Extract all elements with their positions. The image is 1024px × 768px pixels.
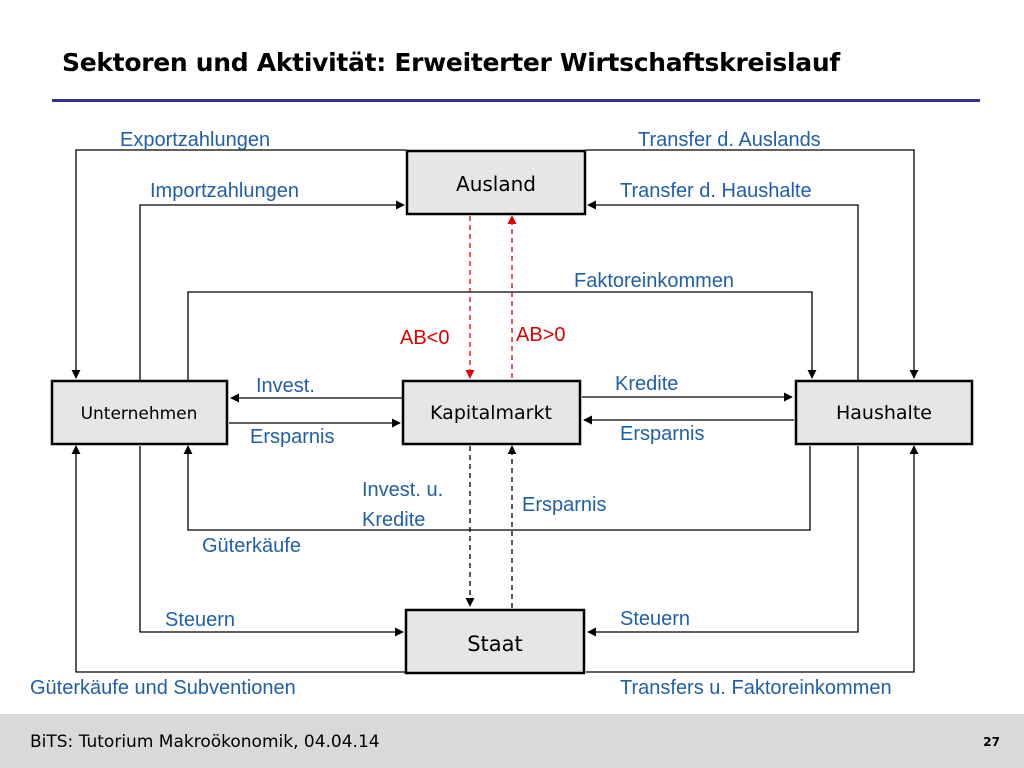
node-unternehmen <box>50 379 229 446</box>
node-kapitalmarkt <box>401 379 582 446</box>
label-steuern-unternehmen: Steuern <box>165 609 235 631</box>
title-rule <box>52 99 980 102</box>
label-kredite: Kredite <box>615 373 678 395</box>
label-importzahlungen: Importzahlungen <box>150 180 299 202</box>
label-gueterkaeufe: Güterkäufe <box>202 535 301 557</box>
node-haushalte <box>794 379 974 446</box>
node-staat <box>404 608 586 675</box>
label-exportzahlungen: Exportzahlungen <box>120 129 270 151</box>
node-label-haushalte: Haushalte <box>836 402 932 424</box>
slide-title: Sektoren und Aktivität: Erweiterter Wirt… <box>62 48 840 77</box>
flow-gueterkaeufe-subventionen <box>71 445 406 673</box>
label-ersparnis-unternehmen: Ersparnis <box>250 426 334 448</box>
label-ersparnis-staat: Ersparnis <box>522 494 606 516</box>
node-ausland <box>405 149 587 216</box>
flow-steuern-haushalte <box>587 446 859 637</box>
node-label-kapitalmarkt: Kapitalmarkt <box>430 402 552 424</box>
node-label-unternehmen: Unternehmen <box>81 404 198 424</box>
label-transfer-auslands: Transfer d. Auslands <box>638 129 821 151</box>
page-number: 27 <box>983 735 1000 749</box>
circular-flow-diagram: Ausland Unternehmen Kapitalmarkt Haushal… <box>30 129 974 699</box>
flow-faktoreinkommen <box>187 291 817 380</box>
label-invest-kredite-line1: Invest. u. <box>362 479 443 501</box>
footer-text: BiTS: Tutorium Makroökonomik, 04.04.14 <box>30 732 380 752</box>
label-faktoreinkommen: Faktoreinkommen <box>574 270 734 292</box>
label-ersparnis-haushalte: Ersparnis <box>620 423 704 445</box>
flow-transfer-auslands <box>586 149 919 379</box>
flow-exportzahlungen <box>71 149 406 379</box>
footer-bar <box>0 714 1024 768</box>
node-label-staat: Staat <box>467 632 523 656</box>
flow-transfer-haushalte <box>587 200 859 380</box>
flow-transfers-faktoreinkommen <box>586 445 919 673</box>
label-transfers-faktoreinkommen: Transfers u. Faktoreinkommen <box>620 677 892 699</box>
label-ab-less: AB<0 <box>400 327 449 349</box>
label-ab-greater: AB>0 <box>516 324 565 346</box>
flow-importzahlungen <box>139 200 405 380</box>
label-steuern-haushalte: Steuern <box>620 608 690 630</box>
flow-gueterkaeufe <box>183 445 811 531</box>
node-label-ausland: Ausland <box>456 172 536 196</box>
label-gueterkaeufe-subventionen: Güterkäufe und Subventionen <box>30 677 296 699</box>
label-invest: Invest. <box>256 375 315 397</box>
label-transfer-haushalte: Transfer d. Haushalte <box>620 180 812 202</box>
flow-steuern-unternehmen <box>139 446 404 637</box>
label-invest-kredite-line2: Kredite <box>362 509 425 531</box>
